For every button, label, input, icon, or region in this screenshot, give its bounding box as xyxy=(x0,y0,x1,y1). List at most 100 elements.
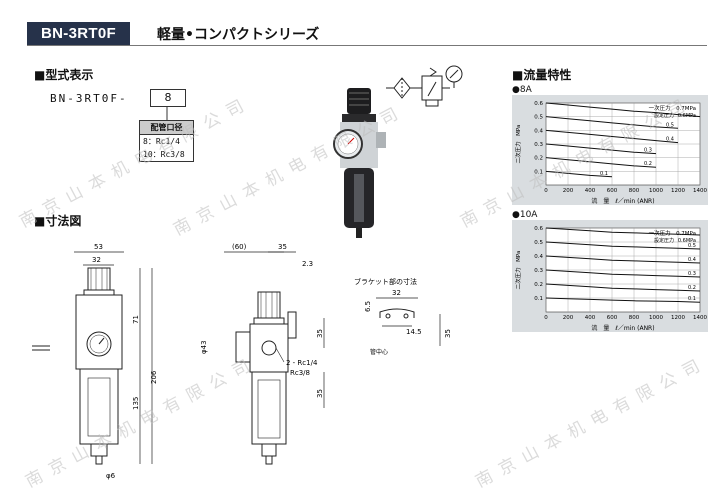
model-code-prefix: BN-3RT0F- xyxy=(50,92,128,105)
dim-side-35-port: 35 xyxy=(316,329,324,338)
port-size-row: 8：Rc1/4 xyxy=(143,137,180,146)
y-tick-label: 0.3 xyxy=(534,268,543,274)
legend-primary: 一次圧力 0.7MPa xyxy=(649,104,696,112)
y-tick-label: 0.6 xyxy=(534,101,543,107)
series-line xyxy=(545,241,701,250)
legend-set-value: 0.6MPa xyxy=(678,238,696,244)
series-line xyxy=(545,255,701,264)
y-tick-label: 0.5 xyxy=(534,240,543,246)
x-tick-label: 1400 xyxy=(693,315,707,321)
series-label: 0.5 xyxy=(688,243,696,249)
y-axis-label: 二次圧力 MPa xyxy=(514,251,522,290)
dim-bracket-35: 35 xyxy=(444,329,452,338)
legend-set: 設定圧力 xyxy=(654,112,674,119)
series-label: 0.4 xyxy=(666,137,674,143)
x-tick-label: 800 xyxy=(629,188,640,194)
series-line xyxy=(545,129,679,144)
series-line xyxy=(545,283,701,292)
dim-bracket-32: 32 xyxy=(392,289,401,297)
series-line xyxy=(545,269,701,278)
series-label: 0.1 xyxy=(600,171,608,177)
x-tick-label: 1000 xyxy=(649,188,663,194)
dim-front-53: 53 xyxy=(94,243,103,251)
front-view-drawing: 53 32 71 206 135 φ6 xyxy=(32,243,158,480)
series-label: 0.1 xyxy=(688,296,696,302)
y-tick-label: 0.1 xyxy=(534,296,543,302)
x-tick-label: 600 xyxy=(607,315,618,321)
y-tick-label: 0.6 xyxy=(534,226,543,232)
dim-bracket-65: 6.5 xyxy=(364,301,372,312)
port-size-table-header: 配管口径 xyxy=(140,121,193,135)
y-tick-label: 0.3 xyxy=(534,142,543,148)
x-tick-label: 1000 xyxy=(649,315,663,321)
dim-side-23: 2.3 xyxy=(302,260,313,268)
y-tick-label: 0.4 xyxy=(534,254,543,260)
series-label: 0.4 xyxy=(688,257,696,263)
series-title: 軽量•コンパクトシリーズ xyxy=(157,27,320,43)
x-tick-label: 1400 xyxy=(693,188,707,194)
series-line xyxy=(545,116,679,129)
dim-side-port: 2 - Rc1/4 xyxy=(286,359,318,367)
pneumatic-symbol xyxy=(386,65,463,107)
series-label: 0.3 xyxy=(644,148,652,154)
x-tick-label: 400 xyxy=(585,188,596,194)
y-tick-label: 0.2 xyxy=(534,156,543,162)
port-size-row: 10：Rc3/8 xyxy=(143,150,185,159)
x-axis-label: 流 量 ℓ／min (ANR) xyxy=(591,324,654,332)
dim-side-35-lower: 35 xyxy=(316,389,324,398)
chart-10a-title: ●10A xyxy=(512,210,538,220)
bracket-title: ブラケット部の寸法 xyxy=(354,277,417,286)
y-axis-label: 二次圧力 MPa xyxy=(514,125,522,164)
x-tick-label: 600 xyxy=(607,188,618,194)
x-tick-label: 1200 xyxy=(671,315,685,321)
series-line xyxy=(545,143,657,155)
dim-side-port2: Rc3/8 xyxy=(290,369,310,377)
series-line xyxy=(545,102,701,118)
header-divider xyxy=(27,45,707,46)
x-tick-label: 200 xyxy=(563,315,574,321)
series-line xyxy=(545,157,657,168)
model-badge: BN-3RT0F xyxy=(27,22,130,45)
flow-title: ■流量特性 xyxy=(512,68,572,82)
dim-front-32: 32 xyxy=(92,256,101,264)
bracket-drawing: ブラケット部の寸法 32 6.5 14.5 35 管中心 xyxy=(354,277,452,356)
dim-side-35: 35 xyxy=(278,243,287,251)
x-tick-label: 0 xyxy=(544,188,548,194)
flow-chart-8a: 0.1 0.2 0.3 0.4 0.5 0.6 0 200 400 600 800 1000 1200 1… xyxy=(512,95,708,205)
dim-side-60: (60) xyxy=(232,243,247,251)
dim-side-gauge: φ43 xyxy=(200,340,208,354)
dimensions-title: ■寸法図 xyxy=(34,214,82,228)
series-label: 0.5 xyxy=(666,122,674,128)
dim-bracket-145: 14.5 xyxy=(406,328,422,336)
dim-front-206: 206 xyxy=(150,370,158,384)
y-tick-label: 0.5 xyxy=(534,115,543,121)
legend-set: 設定圧力 xyxy=(654,237,674,244)
bracket-center-label: 管中心 xyxy=(370,348,388,356)
model-code-title: ■型式表示 xyxy=(34,68,94,82)
series-label: 0.3 xyxy=(688,271,696,277)
product-photo xyxy=(333,88,386,238)
series-label: 0.2 xyxy=(644,161,652,167)
x-tick-label: 200 xyxy=(563,188,574,194)
port-size-table: 配管口径 8：Rc1/4 10：Rc3/8 xyxy=(139,120,194,162)
series-line xyxy=(545,170,613,178)
legend-set-value: 0.6MPa xyxy=(678,113,696,119)
series-line xyxy=(545,297,701,303)
y-tick-label: 0.1 xyxy=(534,169,543,175)
x-tick-label: 1200 xyxy=(671,188,685,194)
y-tick-label: 0.2 xyxy=(534,282,543,288)
x-tick-label: 0 xyxy=(544,315,548,321)
series-line xyxy=(545,227,701,236)
x-axis-label: 流 量 ℓ／min (ANR) xyxy=(591,197,654,205)
series-label: 0.2 xyxy=(688,285,696,291)
dim-front-135: 135 xyxy=(132,397,140,410)
flow-chart-10a: 0.1 0.2 0.3 0.4 0.5 0.6 0 200 400 600 800 1000 1200 1… xyxy=(512,220,708,332)
legend-primary: 一次圧力 0.7MPa xyxy=(649,229,696,237)
y-tick-label: 0.4 xyxy=(534,128,543,134)
dim-front-71: 71 xyxy=(132,315,140,324)
x-tick-label: 800 xyxy=(629,315,640,321)
model-code-selected: 8 xyxy=(150,89,186,107)
x-tick-label: 400 xyxy=(585,315,596,321)
side-view-drawing: (60) 35 2.3 35 35 φ43 2 - Rc1/4 Rc3/8 xyxy=(200,243,325,465)
